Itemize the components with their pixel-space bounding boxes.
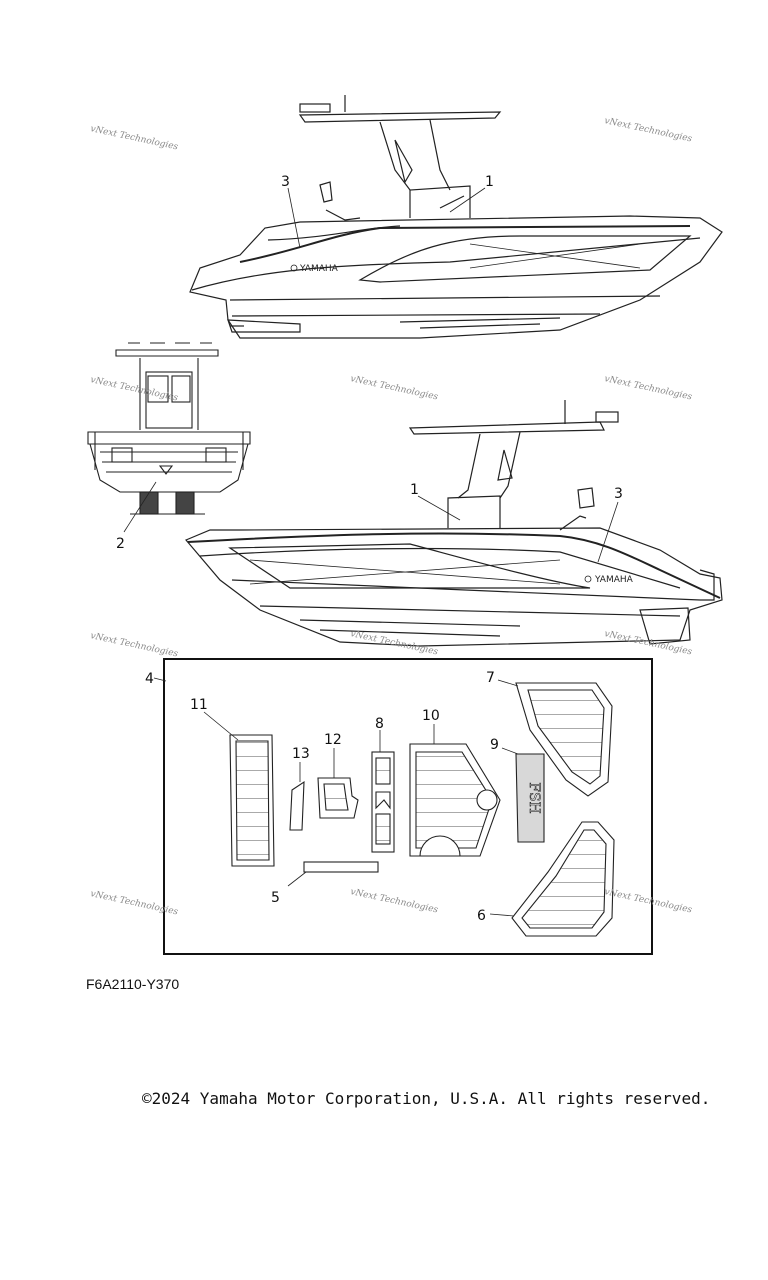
callout-label: 5 [271, 890, 280, 906]
boat-stern-view [87, 342, 251, 515]
mat-part-12 [317, 777, 359, 819]
callout-label: 8 [375, 716, 384, 732]
watermark-text: vNext Technologies [89, 124, 179, 152]
mat-part-10 [409, 743, 501, 857]
mat-part-9: FSH [515, 753, 545, 843]
callout-label: 3 [281, 174, 290, 190]
mat-kit-frame [163, 658, 653, 955]
mat-part-8 [371, 751, 395, 853]
boat-side-view-top: YAMAHA [189, 95, 723, 339]
callout-label: 1 [410, 482, 419, 498]
callout-label: 13 [292, 746, 310, 762]
mat-part-5 [303, 861, 379, 873]
mat-part-9-label: FSH [526, 782, 542, 814]
callout-label: 6 [477, 908, 486, 924]
hull-logo-bottom: YAMAHA [594, 575, 634, 585]
copyright-notice: ©2024 Yamaha Motor Corporation, U.S.A. A… [142, 1089, 711, 1108]
mat-part-13 [289, 780, 305, 831]
callout-label: 11 [190, 697, 208, 713]
watermark-text: vNext Technologies [89, 375, 179, 403]
boat-side-view-bottom: YAMAHA [185, 400, 723, 647]
hull-logo-top: YAMAHA [299, 264, 339, 274]
callout-label: 4 [145, 671, 154, 687]
callout-label: 12 [324, 732, 342, 748]
leader-lines-top [287, 187, 486, 249]
callout-label: 10 [422, 708, 440, 724]
watermark-text: vNext Technologies [603, 116, 693, 144]
callout-label: 7 [486, 670, 495, 686]
watermark-text: vNext Technologies [89, 631, 179, 659]
callout-label: 1 [485, 174, 494, 190]
watermark-text: vNext Technologies [89, 889, 179, 917]
callout-label: 9 [490, 737, 499, 753]
diagram-code: F6A2110-Y370 [86, 976, 180, 992]
callout-label: 3 [614, 486, 623, 502]
watermark-text: vNext Technologies [603, 887, 693, 915]
mat-part-7 [515, 682, 613, 797]
watermark-text: vNext Technologies [349, 374, 439, 402]
callout-label: 2 [116, 536, 125, 552]
mat-part-6 [511, 821, 615, 937]
watermark-text: vNext Technologies [349, 887, 439, 915]
leader-lines-bottom [417, 495, 619, 563]
watermark-text: vNext Technologies [603, 374, 693, 402]
mat-part-11 [229, 734, 275, 867]
